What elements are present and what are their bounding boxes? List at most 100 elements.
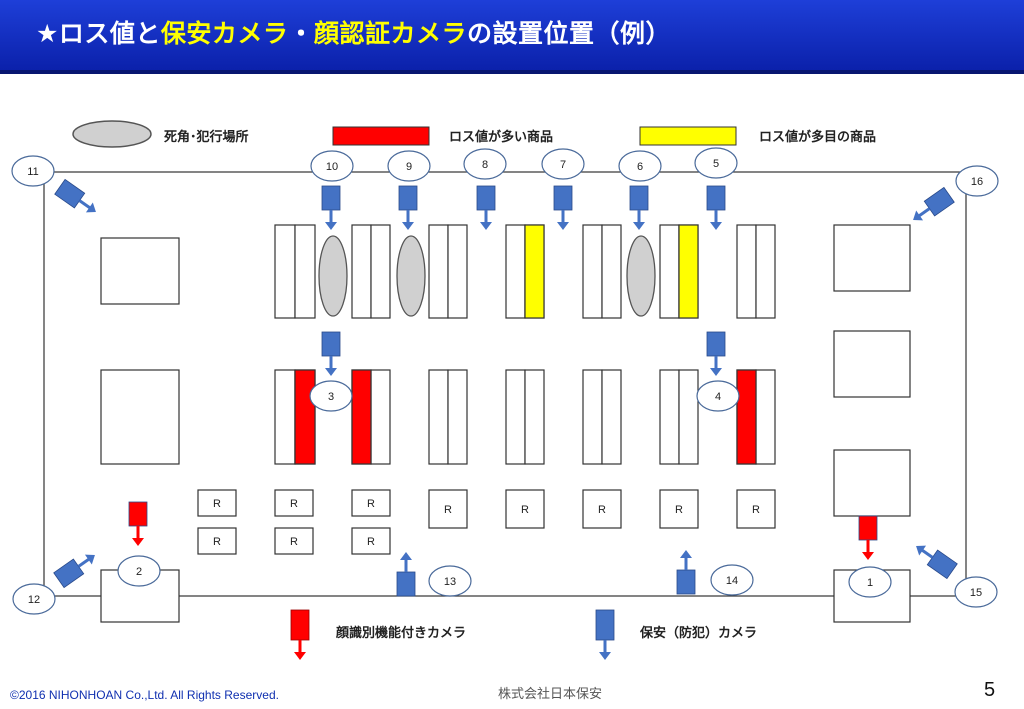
register-label-1: R [213,498,221,510]
security-camera-corner-se-head [916,545,927,556]
security-camera-3 [476,185,496,230]
shelf-1-b [294,224,316,319]
register-1 [197,489,237,517]
shelf-5-b [601,224,622,319]
camera-callout-4: 4 [696,380,740,412]
copyright: ©2016 NIHONHOAN Co.,Ltd. All Rights Rese… [10,688,279,702]
security-camera-8-head [710,368,722,376]
security-camera-aisle-14 [676,550,696,595]
camera-callout-3-circle [309,380,353,412]
shelf-13-a [659,369,680,465]
shelf-8-a [274,369,296,465]
camera-callout-7-number: 7 [560,159,566,171]
register-label-9: R [598,504,606,516]
security-camera-8 [706,331,726,376]
register-5 [351,489,391,517]
register-10 [659,489,699,529]
title-bar: ★ロス値と保安カメラ・顔認証カメラの設置位置（例） [0,0,1024,74]
security-camera-6 [706,185,726,230]
legend-blind-spot-label: 死角･犯行場所 [164,130,249,145]
camera-callout-14-circle [710,564,754,596]
right-shelf-1 [833,224,911,292]
camera-callout-5-number: 5 [713,158,719,170]
floor-outline [43,171,967,597]
register-3 [274,489,314,517]
camera-callout-13: 13 [428,565,472,597]
shelf-4-loss-zone [524,224,545,319]
shelf-7-b [755,224,776,319]
legend-blind-spot-swatch [72,120,152,148]
camera-callout-12: 12 [12,583,56,615]
register-11 [736,489,776,529]
company-name: 株式会社日本保安 [497,687,602,702]
security-camera-2-head [402,222,414,230]
security-camera-6-body [706,185,726,211]
security-camera-corner-ne-body [923,186,955,217]
register-9 [582,489,622,529]
legend-high-loss-swatch [332,126,430,146]
face-camera-left-body [128,501,148,527]
register-7 [428,489,468,529]
security-camera-corner-nw-head [85,202,96,213]
camera-callout-2-circle [117,555,161,587]
shelf-12-a [582,369,603,465]
security-camera-corner-ne-stem [917,207,931,218]
camera-callout-1-circle [848,566,892,598]
right-shelf-3 [833,449,911,517]
left-shelf-2 [100,369,180,465]
camera-callout-4-number: 4 [715,391,721,403]
security-camera-1-body [321,185,341,211]
legend-security-camera-head [599,652,611,660]
camera-callout-8-circle [463,148,507,180]
security-camera-7-head [325,368,337,376]
shelf-5-a [582,224,603,319]
shelf-9-b [370,369,391,465]
shelf-14-loss-zone [736,369,757,465]
security-camera-6-head [710,222,722,230]
register-label-2: R [213,536,221,548]
camera-callout-15-number: 15 [970,587,982,599]
register-label-8: R [521,504,529,516]
camera-callout-14-number: 14 [726,575,738,587]
security-camera-corner-se-stem [920,548,934,559]
face-camera-right-body [858,515,878,541]
shelf-6-a [659,224,680,319]
camera-callout-11-number: 11 [27,166,38,178]
face-camera-left [128,501,148,546]
legend-face-camera-label: 顔識別機能付きカメラ [336,626,467,641]
security-camera-aisle-14-head [680,550,692,558]
register-label-4: R [290,536,298,548]
security-camera-corner-ne [913,186,955,221]
security-camera-7-body [321,331,341,357]
legend-security-camera-body [595,609,615,641]
camera-callout-6: 6 [618,150,662,182]
camera-callout-11-circle [11,155,55,187]
register-label-5: R [367,498,375,510]
security-camera-corner-nw-stem [78,199,92,210]
blind-spot-2 [396,235,426,317]
camera-callout-14: 14 [710,564,754,596]
security-camera-corner-ne-head [913,210,924,221]
shelf-14-b [755,369,776,465]
camera-callout-2-number: 2 [136,566,142,578]
camera-callout-1: 1 [848,566,892,598]
shelf-9-loss-zone [351,369,372,465]
legend-mid-loss-label: ロス値が多目の商品 [759,130,877,145]
camera-callout-11: 11 [11,155,55,187]
security-camera-corner-nw-body [54,178,86,209]
camera-callout-8-number: 8 [482,159,488,171]
camera-callout-13-circle [428,565,472,597]
camera-callout-6-circle [618,150,662,182]
security-camera-aisle-14-body [676,569,696,595]
shelf-7-a [736,224,757,319]
face-camera-right-head [862,552,874,560]
register-label-7: R [444,504,452,516]
security-camera-corner-sw-head [84,554,95,565]
register-2 [197,527,237,555]
shelf-12-b [601,369,622,465]
shelf-10-a [428,369,449,465]
camera-callout-12-number: 12 [28,594,40,606]
security-camera-7 [321,331,341,376]
shelf-2-a [351,224,372,319]
